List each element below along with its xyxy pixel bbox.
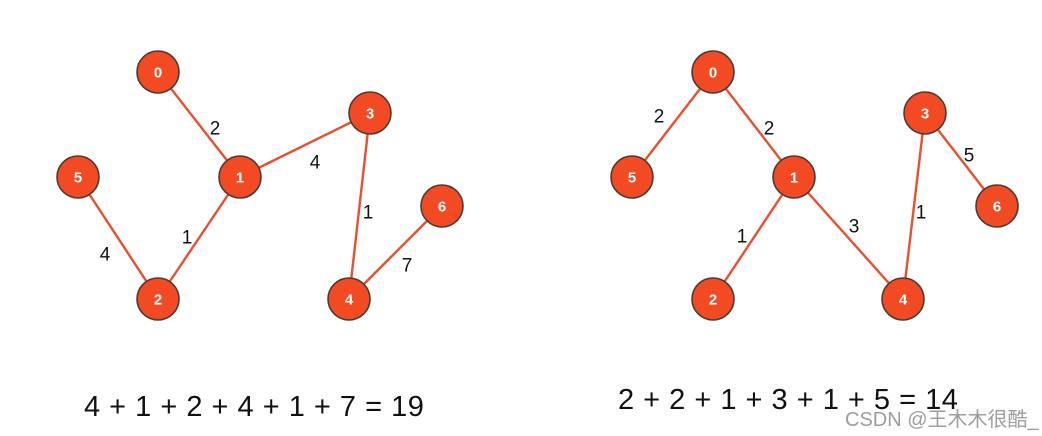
original-graph-node-0: 0 [136, 50, 180, 94]
minimum-spanning-tree-node-5: 5 [610, 155, 654, 199]
minimum-spanning-tree-node-2: 2 [691, 277, 735, 321]
minimum-spanning-tree-edge-0-5 [631, 71, 714, 178]
minimum-spanning-tree-edge-weight-3-4: 1 [916, 203, 927, 224]
node-circle-icon [136, 50, 180, 94]
minimum-spanning-tree-edge-0-1 [712, 71, 795, 178]
original-graph-edge-1-2 [157, 176, 241, 300]
node-circle-icon [903, 91, 947, 135]
node-label: 6 [993, 199, 1001, 216]
original-graph-edge-weight-5-2: 4 [100, 245, 111, 266]
original-graph-edge-weight-1-2: 1 [182, 228, 193, 249]
node-circle-icon [218, 155, 262, 199]
minimum-spanning-tree-edge-weight-3-6: 5 [964, 146, 975, 167]
minimum-spanning-tree-node-6: 6 [975, 184, 1019, 228]
minimum-spanning-tree-edge-1-2 [712, 176, 795, 300]
weights-layer: 2 4 1 4 1 7 2 2 1 3 1 5 [100, 107, 975, 277]
node-label: 1 [236, 170, 244, 187]
original-graph-node-6: 6 [420, 184, 464, 228]
original-graph-edge-4-6 [348, 205, 443, 300]
node-circle-icon [136, 277, 180, 321]
original-graph-node-5: 5 [56, 155, 100, 199]
original-graph-edge-0-1 [157, 71, 241, 178]
node-label: 0 [154, 65, 162, 82]
node-circle-icon [691, 50, 735, 94]
minimum-spanning-tree-edge-weight-0-5: 2 [654, 107, 665, 128]
node-label: 3 [366, 106, 374, 123]
node-circle-icon [327, 277, 371, 321]
minimum-spanning-tree-node-4: 4 [881, 277, 925, 321]
node-label: 3 [921, 106, 929, 123]
mst-total-equation: 2 + 2 + 1 + 3 + 1 + 5 = 14 [618, 384, 959, 416]
original-graph-node-3: 3 [348, 91, 392, 135]
node-circle-icon [772, 155, 816, 199]
node-label: 1 [790, 170, 798, 187]
node-circle-icon [420, 184, 464, 228]
minimum-spanning-tree-edge-weight-0-1: 2 [764, 119, 775, 140]
original-graph-edge-3-4 [347, 112, 372, 300]
original-graph-node-4: 4 [327, 277, 371, 321]
original-graph-edge-weight-1-3: 4 [310, 153, 321, 174]
original-graph-edge-5-2 [76, 176, 160, 300]
node-circle-icon [881, 277, 925, 321]
csdn-watermark: CSDN @王木木很酷_ [845, 409, 1039, 431]
node-circle-icon [56, 155, 100, 199]
edges-layer [76, 71, 998, 300]
original-graph-edge-weight-3-4: 1 [363, 203, 374, 224]
original-graph-edge-weight-0-1: 2 [210, 119, 221, 140]
node-circle-icon [975, 184, 1019, 228]
node-label: 6 [438, 199, 446, 216]
original-graph-total-equation: 4 + 1 + 2 + 4 + 1 + 7 = 19 [84, 391, 425, 423]
node-label: 2 [154, 292, 162, 309]
node-label: 4 [899, 292, 908, 309]
minimum-spanning-tree-edge-weight-1-2: 1 [737, 227, 748, 248]
node-circle-icon [348, 91, 392, 135]
original-graph-node-1: 1 [218, 155, 262, 199]
minimum-spanning-tree-edge-1-4 [793, 176, 904, 300]
node-circle-icon [610, 155, 654, 199]
minimum-spanning-tree-node-1: 1 [772, 155, 816, 199]
original-graph-node-2: 2 [136, 277, 180, 321]
node-label: 2 [709, 292, 717, 309]
node-label: 5 [628, 170, 636, 187]
node-label: 4 [345, 292, 354, 309]
minimum-spanning-tree-node-3: 3 [903, 91, 947, 135]
minimum-spanning-tree-edge-weight-1-4: 3 [849, 217, 860, 238]
original-graph-edge-1-3 [239, 111, 371, 179]
node-label: 0 [709, 65, 717, 82]
nodes-layer: 0 1 2 3 4 5 6 0 1 2 3 4 5 6 [56, 50, 1019, 321]
node-label: 5 [74, 170, 82, 187]
node-circle-icon [691, 277, 735, 321]
original-graph-edge-weight-4-6: 7 [402, 256, 413, 277]
minimum-spanning-tree-node-0: 0 [691, 50, 735, 94]
minimum-spanning-tree-edge-3-4 [901, 112, 927, 300]
